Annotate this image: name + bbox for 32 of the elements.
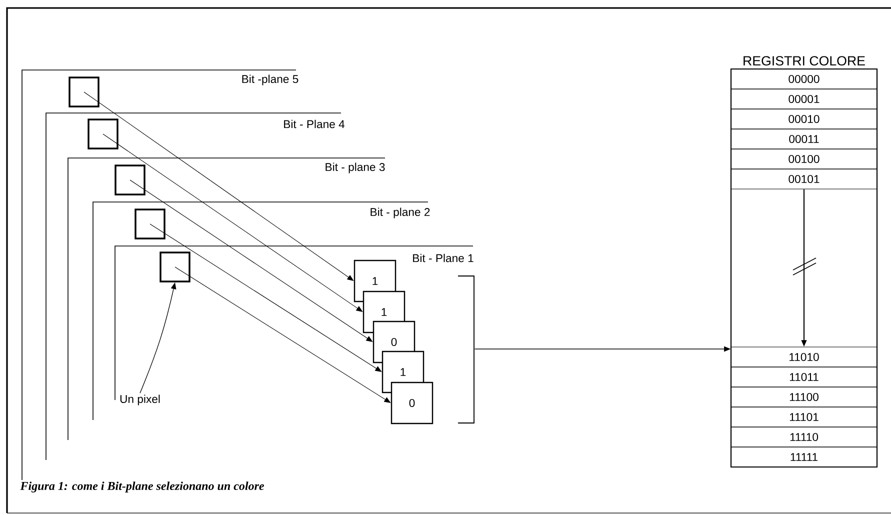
arrow — [102, 134, 363, 312]
pixel-square — [134, 208, 166, 240]
register-row: 00101 — [730, 168, 878, 190]
register-row: 00100 — [730, 148, 878, 170]
plane-label: Bit - Plane 1 — [413, 254, 474, 262]
pixel-label: Un pixel — [120, 394, 160, 406]
caption: Figura 1: come i Bit-plane selezionano un colore — [20, 482, 264, 492]
register-row: 11010 — [730, 346, 878, 368]
register-row: 11011 — [730, 366, 878, 388]
pixel-square — [68, 76, 100, 108]
pixel-square — [114, 164, 146, 196]
register-row: 11100 — [730, 386, 878, 408]
arrow — [84, 92, 354, 281]
register-row: 00010 — [730, 108, 878, 130]
register-row: 00011 — [730, 128, 878, 150]
register-row: 00001 — [730, 88, 878, 110]
register-row: 11110 — [730, 426, 878, 448]
plane-label: Bit -plane 5 — [242, 74, 298, 86]
plane-label: Bit - plane 2 — [370, 208, 430, 218]
bit-box: 0 — [390, 382, 434, 424]
arrow — [174, 266, 391, 403]
register-row: 11111 — [730, 446, 878, 468]
node-label: REGISTRI COLORE — [744, 56, 865, 66]
register-row: 11101 — [730, 406, 878, 428]
register-row: 00000 — [730, 68, 878, 90]
pixel-square — [88, 118, 118, 150]
plane-label: Bit - plane 3 — [326, 162, 385, 174]
arrow — [130, 180, 373, 342]
plane-label: Bit - Plane 4 — [284, 120, 345, 128]
bracket — [458, 276, 474, 424]
arrow — [150, 224, 382, 372]
pixel-square — [160, 252, 190, 282]
